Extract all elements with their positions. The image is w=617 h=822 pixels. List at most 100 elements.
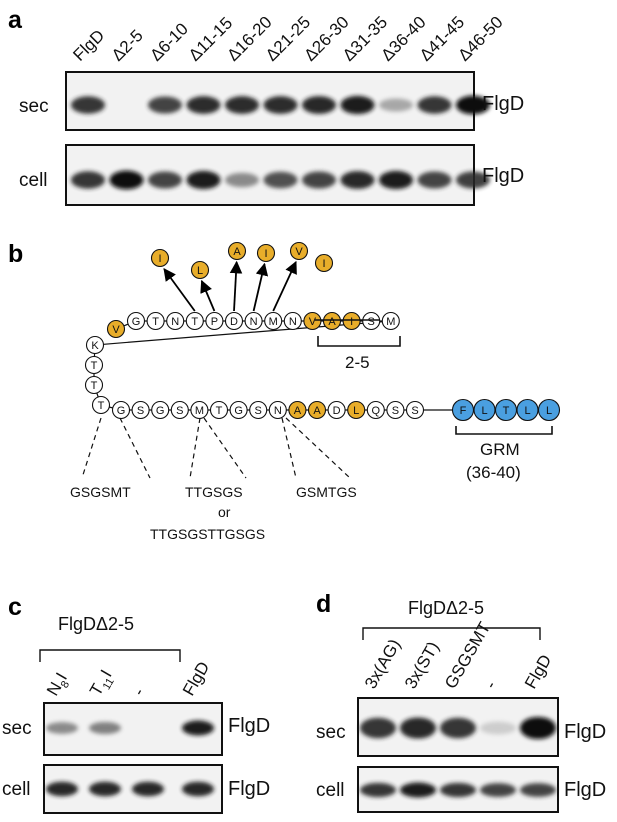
blot-band [302, 96, 336, 114]
blot-band [400, 717, 436, 739]
blot-band [89, 721, 121, 735]
residue-letter: S [392, 405, 399, 417]
residue-letter: G [117, 405, 126, 417]
residue-letter: I [350, 316, 353, 328]
panel-c-sec-protein: FlgD [228, 715, 270, 737]
lane-label: FlgD [521, 651, 555, 692]
residue-letter: T [98, 400, 105, 412]
residue-circle [342, 311, 361, 331]
residue-circle [283, 311, 302, 331]
panel-a-sec-bands [71, 95, 490, 115]
substitution-letter: I [322, 258, 325, 270]
residue-circle [366, 400, 385, 420]
panel-c-cell-label: cell [2, 779, 31, 800]
substitution-circle [227, 241, 247, 261]
substitution-letter: I [158, 253, 161, 265]
blot-band [148, 96, 182, 114]
residue-letter: N [274, 405, 282, 417]
panel-d-group-bracket [362, 627, 541, 640]
substitution-circle [314, 253, 334, 273]
residue-letter: G [132, 316, 141, 328]
residue-letter: N [171, 316, 179, 328]
blot-band [520, 783, 556, 797]
blot-band [360, 717, 396, 739]
residue-letter: Q [372, 405, 381, 417]
substitution-circle [190, 260, 210, 280]
blot-band [182, 720, 214, 736]
insertion-gsmtgs: GSMTGS [296, 484, 357, 500]
residue-letter: V [112, 324, 120, 336]
panel-c-group-bracket [39, 649, 181, 662]
residue-letter: T [216, 405, 223, 417]
insertion-guide [81, 417, 102, 479]
blot-band [302, 171, 336, 189]
panel-d-cell-bands [360, 782, 556, 798]
panel-d-sec-protein: FlgD [564, 721, 606, 743]
lane-label: Δ2-5 [108, 26, 147, 65]
blot-band [109, 170, 144, 190]
residue-circle [303, 311, 322, 331]
residue-letter: P [211, 316, 218, 328]
residue-letter: T [503, 405, 510, 417]
blot-band [360, 782, 396, 798]
residue-letter: A [328, 316, 336, 328]
residue-letter: G [234, 405, 243, 417]
substitution-arrow [200, 279, 216, 312]
residue-circle [209, 400, 229, 420]
residue-letter: D [333, 405, 341, 417]
blot-band [186, 96, 221, 114]
insertion-guide [281, 417, 297, 479]
blot-band [480, 721, 516, 735]
residue-letter: M [269, 316, 278, 328]
residue-circle [111, 400, 131, 420]
residue-circle [229, 400, 248, 420]
panel-c-group-label: FlgDΔ2-5 [58, 614, 134, 634]
panel-d-sec-label: sec [316, 722, 346, 743]
residue-letter: L [546, 405, 552, 417]
residue-circle [327, 400, 346, 420]
substitution-letter: A [233, 246, 241, 258]
residue-letter: S [411, 405, 418, 417]
residue-letter: T [152, 316, 159, 328]
residue-letter: N [289, 316, 297, 328]
substitution-arrow [272, 260, 297, 312]
grm-range: (36-40) [466, 463, 521, 482]
blot-band [417, 96, 452, 114]
panel-a-sec-label: sec [19, 96, 49, 117]
panel-d-letter: d [316, 590, 331, 618]
panel-b-letter: b [8, 240, 23, 268]
panel-b-connector-lines [93, 320, 549, 411]
bracket-2-5 [317, 336, 401, 347]
lane-label: - [481, 678, 500, 692]
blot-band [71, 96, 105, 114]
substitution-letter: I [264, 248, 267, 260]
substitution-circle [289, 241, 309, 261]
residue-circle [288, 400, 307, 420]
residue-letter: K [91, 340, 99, 352]
insertion-guide [119, 417, 151, 479]
residue-circle [244, 311, 263, 331]
panel-a-cell-label: cell [19, 170, 48, 191]
residue-letter: A [313, 405, 321, 417]
residue-circle [249, 400, 268, 420]
blot-band [520, 716, 556, 740]
residue-letter: F [460, 405, 467, 417]
insertion-ttgsgsttgsgs: TTGSGSTTGSGS [150, 526, 265, 542]
lane-label: FlgD [179, 658, 213, 699]
residue-letter: L [353, 405, 359, 417]
residue-circle [151, 400, 170, 420]
substitution-arrow [229, 260, 243, 312]
residue-circle [268, 400, 287, 420]
blot-band [379, 170, 413, 190]
residue-circle [347, 400, 366, 420]
bracket-2-5-label: 2-5 [345, 353, 370, 372]
residue-letter: S [255, 405, 262, 417]
residue-circle [84, 375, 104, 395]
chain-backbone [93, 320, 549, 411]
residue-circle [264, 311, 283, 331]
residue-circle [381, 311, 400, 331]
